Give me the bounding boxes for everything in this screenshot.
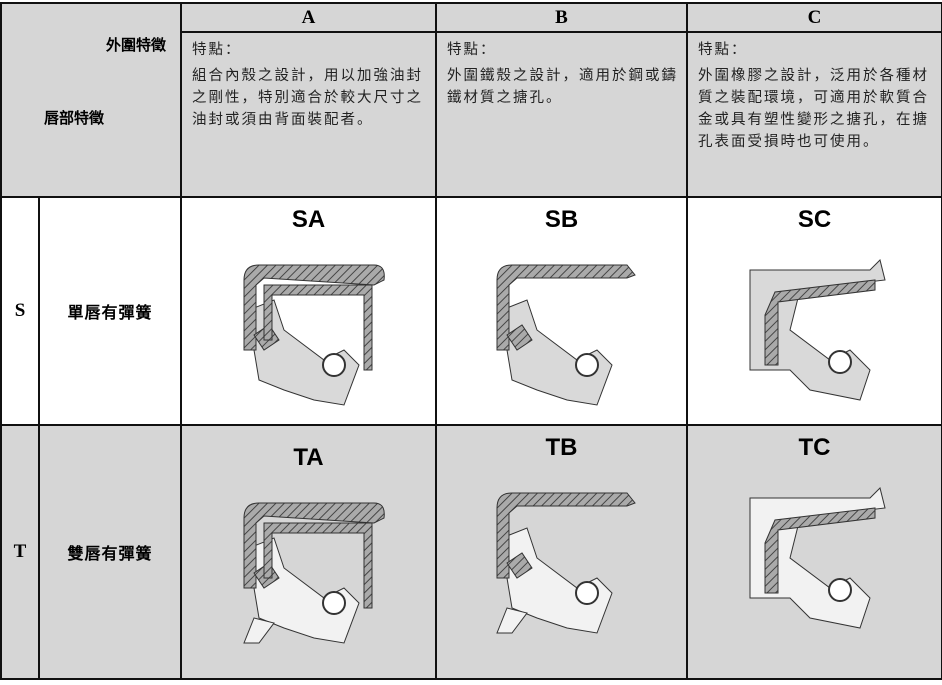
description-text: 外圍橡膠之設計，泛用於各種材質之裝配環境，可適用於軟質合金或具有塑性變形之搪孔，… [698,68,929,150]
column-header-a: A [180,2,437,33]
table-row-s: S 單唇有彈簧 SA SB SC [0,196,942,426]
outer-feature-label: 外圍特徵 [105,36,166,54]
seal-code: SA [291,206,326,233]
lip-type-s: 單唇有彈簧 [38,196,182,426]
seal-code: TC [798,434,831,461]
corner-header-cell: 外圍特徵 唇部特徵 [0,2,182,198]
column-header-c: C [686,2,942,33]
row-code-s: S [0,196,40,426]
row-code-t: T [0,424,40,680]
column-header-b: B [435,2,688,33]
description-a: 特點： 組合內殼之設計，用以加強油封之剛性，特別適合於較大尺寸之油封或須由背面裝配… [180,31,437,198]
seal-cross-section-diagram [495,492,636,634]
seal-cell-tb: TB [435,424,688,680]
seal-cell-sc: SC [686,196,942,426]
description-b: 特點： 外圍鐵殼之設計，適用於鋼或鑄鐵材質之搪孔。 [435,31,688,198]
seal-cross-section-diagram [749,259,886,401]
seal-cross-section-diagram [243,264,385,406]
seal-cell-sb: SB [435,196,688,426]
seal-code: SB [544,206,579,233]
seal-cross-section-diagram [496,264,636,406]
seal-cell-sa: SA [180,196,437,426]
seal-cell-ta: TA [180,424,437,680]
table-row-t: T 雙唇有彈簧 TA TB TC [0,424,942,680]
description-text: 外圍鐵殼之設計，適用於鋼或鑄鐵材質之搪孔。 [447,68,678,106]
seal-cross-section-diagram [749,487,886,629]
seal-cell-tc: TC [686,424,942,680]
description-title: 特點： [447,42,497,58]
description-c: 特點： 外圍橡膠之設計，泛用於各種材質之裝配環境，可適用於軟質合金或具有塑性變形之… [686,31,942,198]
description-title: 特點： [192,42,242,58]
seal-code: TA [293,444,324,471]
lip-feature-label: 唇部特徵 [44,109,105,127]
description-text: 組合內殼之設計，用以加強油封之剛性，特別適合於較大尺寸之油封或須由背面裝配者。 [192,68,423,128]
seal-code: TB [545,434,578,461]
seal-code: SC [797,206,832,233]
description-title: 特點： [698,42,748,58]
seal-cross-section-diagram [242,502,385,644]
lip-type-t: 雙唇有彈簧 [38,424,182,680]
